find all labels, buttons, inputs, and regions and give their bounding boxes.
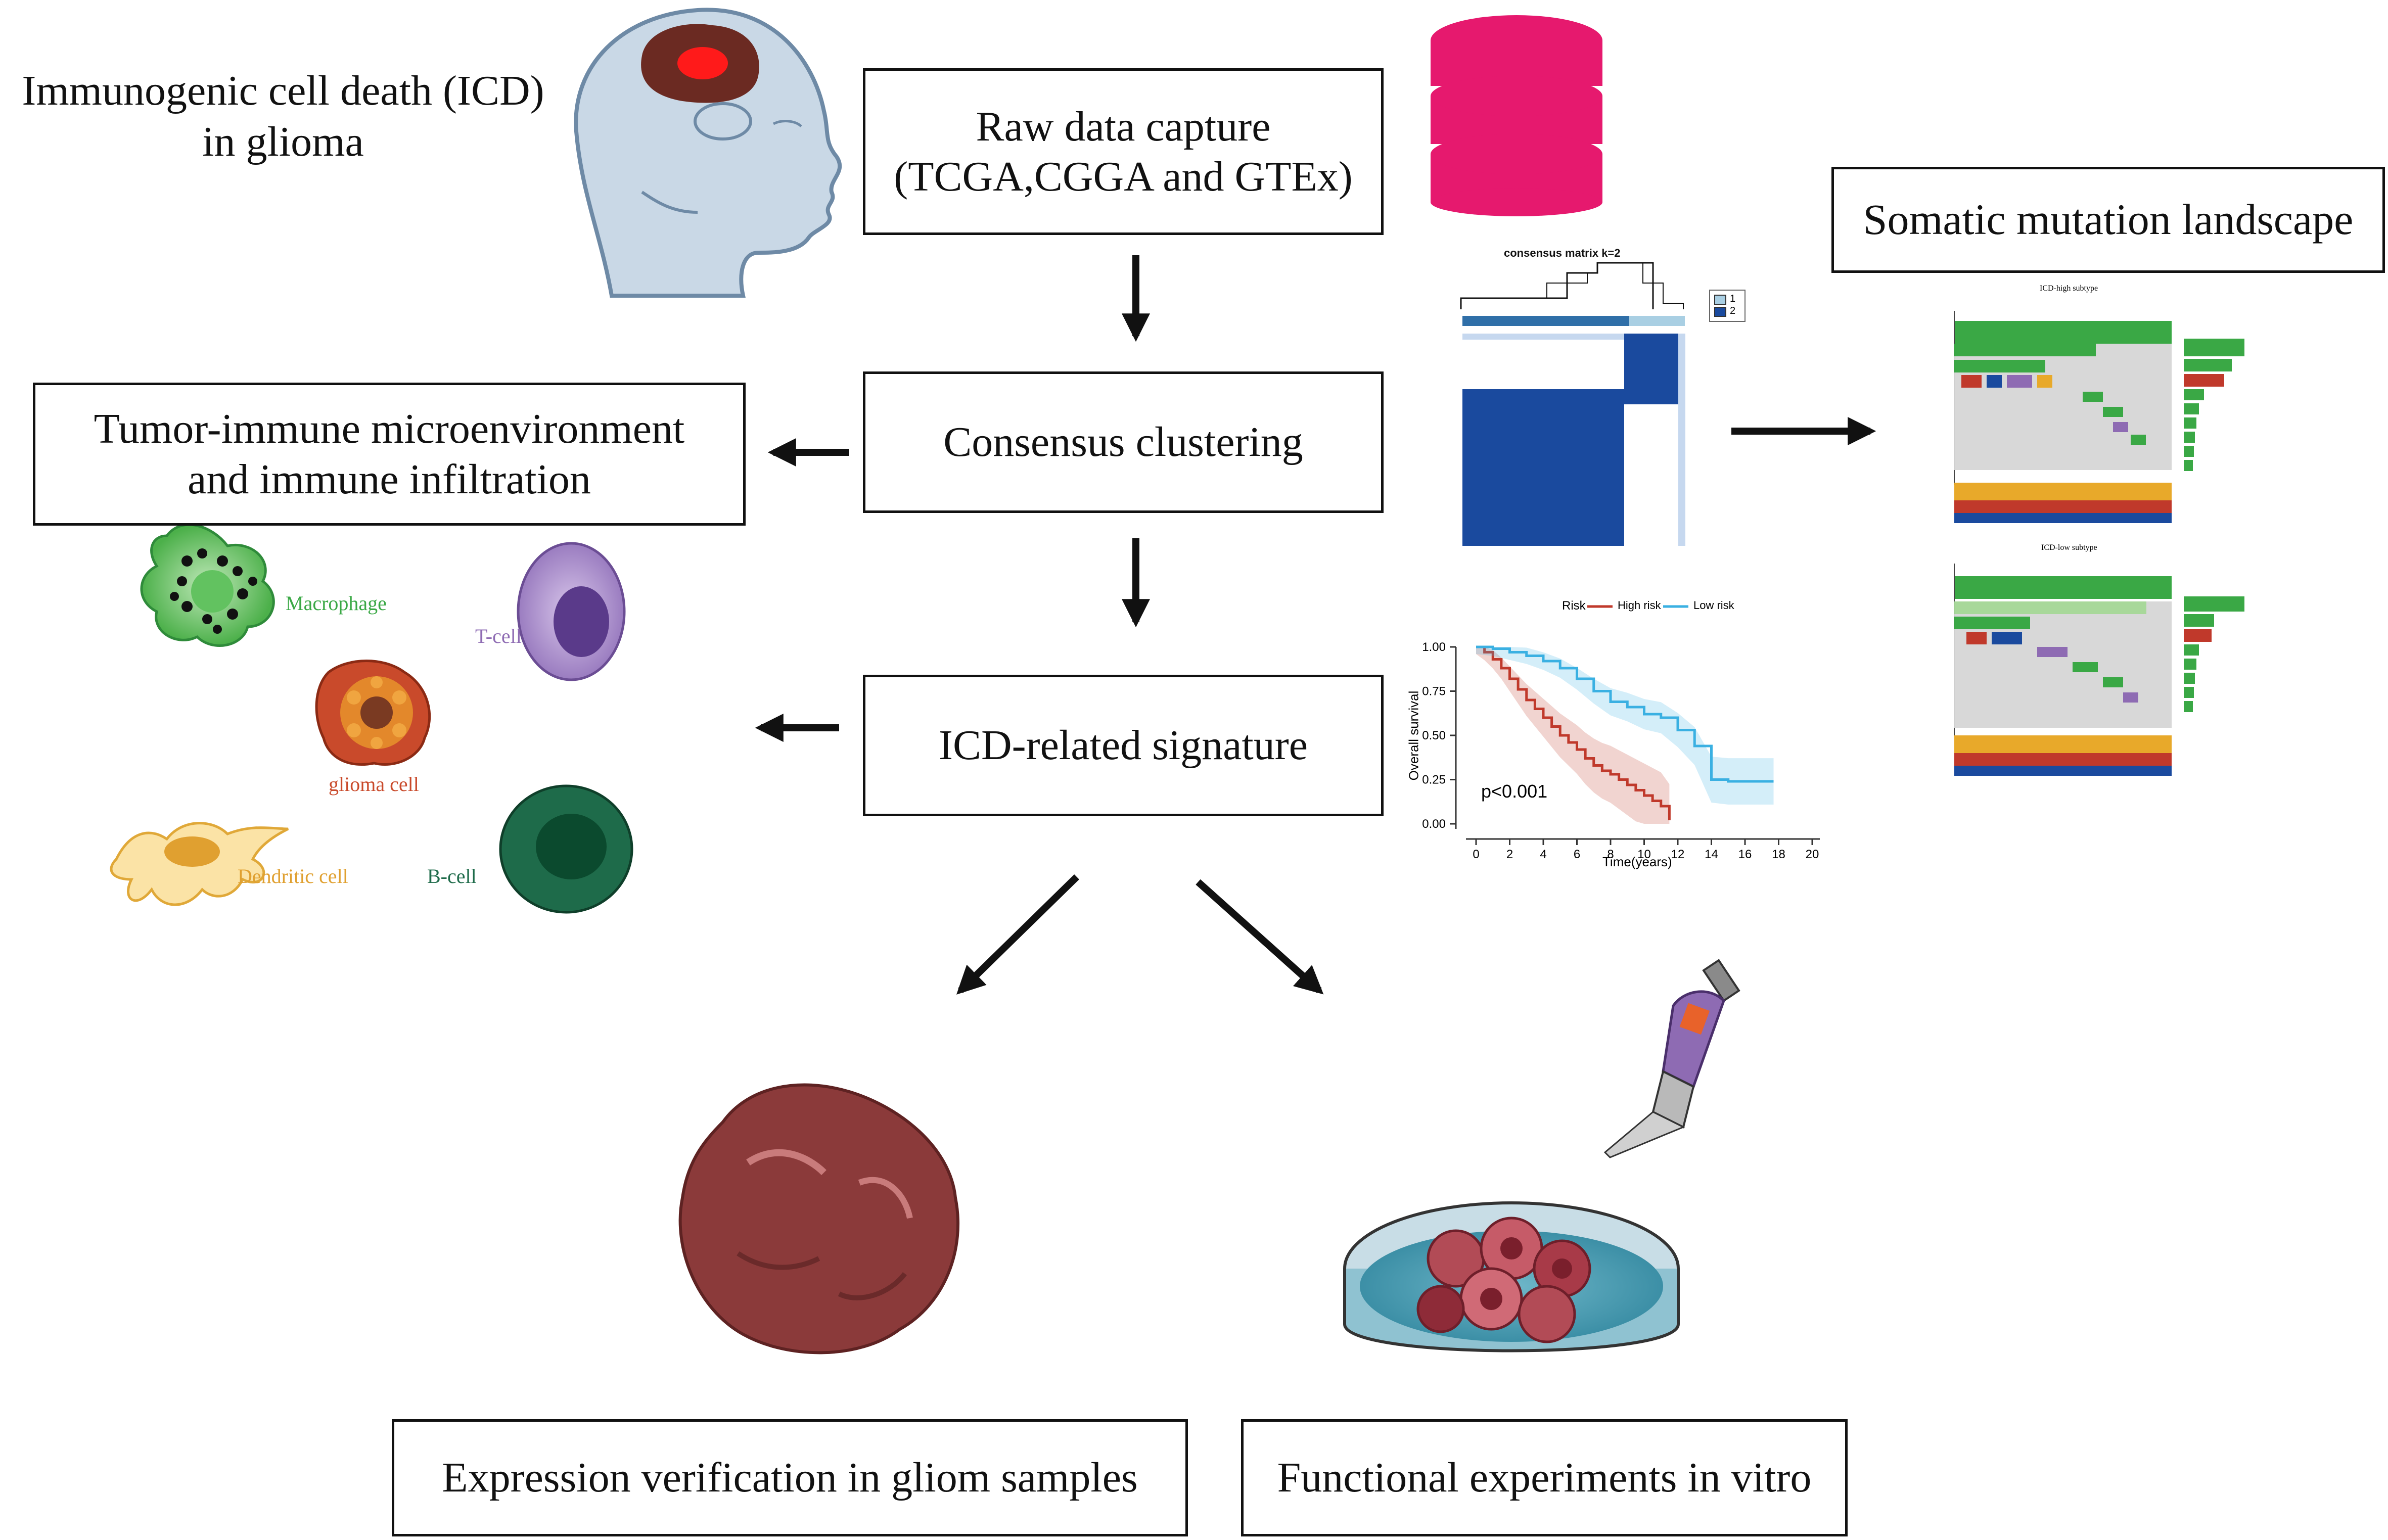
tcell-label: T-cell (475, 625, 522, 647)
cluster-bar-2 (1629, 316, 1685, 326)
somatic-label: Somatic mutation landscape (1863, 195, 2354, 244)
expression-label: Expression verification in gliom samples (442, 1454, 1138, 1502)
dendritic-nucleus (164, 836, 220, 867)
legend-swatch-2 (1714, 307, 1726, 317)
icd-signature-box: ICD-related signature (863, 675, 1384, 816)
x-tick-label: 16 (1738, 848, 1752, 861)
tumor-core-icon (677, 47, 728, 79)
oncoplot-high-title: ICD-high subtype (2040, 284, 2098, 293)
consensus-clustering-box: Consensus clustering (863, 371, 1384, 513)
glioma-cell-label: glioma cell (329, 773, 419, 796)
dendritic-cell-illustration (110, 822, 289, 906)
icd-signature-label: ICD-related signature (938, 722, 1308, 769)
km-legend-title: Risk (1562, 599, 1586, 613)
tme-line-2: and immune infiltration (188, 455, 591, 503)
survival-curve-low-risk (1476, 645, 1774, 783)
somatic-mutation-box: Somatic mutation landscape (1831, 167, 2385, 273)
oncoplot-high (1954, 311, 2244, 523)
b-cell-illustration (499, 784, 633, 914)
pipette-illustration (1603, 959, 1740, 1158)
raw-data-capture-box: Raw data capture (TCGA,CGGA and GTEx) (863, 68, 1384, 235)
consensus-matrix-heatmap (1460, 262, 1746, 546)
y-tick-label: 0.25 (1422, 773, 1446, 787)
cluster-block-large (1462, 389, 1624, 546)
x-tick-label: 8 (1607, 848, 1614, 861)
km-x-label: Time(years) (1602, 854, 1672, 869)
y-tick-label: 1.00 (1422, 640, 1446, 654)
tumor-tissue-illustration (678, 1083, 960, 1355)
consensus-matrix-title: consensus matrix k=2 (1504, 247, 1621, 259)
x-tick-label: 18 (1772, 848, 1785, 861)
y-tick-label: 0.00 (1422, 817, 1446, 831)
dendritic-cell-label: Dendritic cell (238, 865, 348, 888)
consensus-legend-1: 1 (1730, 293, 1736, 304)
km-y-label: Overall survival (1406, 690, 1421, 781)
tme-line-1: Tumor-immune microenvironment (94, 405, 685, 453)
petri-dish-illustration (1343, 1201, 1680, 1352)
functional-experiments-box: Functional experiments in vitro (1241, 1419, 1848, 1536)
head-illustration (574, 8, 842, 298)
database-icon (1431, 15, 1602, 216)
macrophage-label: Macrophage (286, 592, 387, 615)
survival-curve-high-risk (1476, 645, 1671, 820)
macrophage-illustration (140, 523, 275, 647)
consensus-legend-2: 2 (1730, 305, 1736, 316)
title-line-1: Immunogenic cell death (ICD) (22, 67, 544, 114)
cluster-block-small (1624, 334, 1685, 404)
arrow-to-functional (1196, 879, 1324, 995)
title-line-2: in glioma (202, 118, 364, 165)
x-tick-label: 2 (1506, 848, 1513, 861)
x-tick-label: 14 (1705, 848, 1718, 861)
cluster-bar-1 (1462, 316, 1629, 326)
confidence-band-low-risk (1476, 647, 1774, 805)
x-tick-label: 4 (1540, 848, 1546, 861)
y-tick-label: 0.75 (1422, 685, 1446, 698)
legend-swatch-1 (1714, 295, 1726, 305)
x-tick-label: 20 (1806, 848, 1819, 861)
raw-data-line-1: Raw data capture (976, 103, 1271, 150)
km-p-value: p<0.001 (1481, 781, 1548, 802)
t-cell-nucleus (554, 586, 609, 657)
oncoplot-low-title: ICD-low subtype (2041, 543, 2097, 552)
flow-arrows (755, 255, 1876, 995)
km-legend-high: High risk (1618, 599, 1661, 612)
x-tick-label: 0 (1473, 848, 1479, 861)
functional-label: Functional experiments in vitro (1277, 1454, 1812, 1502)
x-tick-label: 6 (1574, 848, 1580, 861)
glioma-cell-illustration (315, 660, 431, 766)
survival-chart: 0 2 4 6 8 10 12 14 16 18 20 0.00 0.25 0.50 0.75 1.00 (1422, 605, 1820, 861)
b-cell-nucleus (536, 814, 607, 879)
cell-cluster-icon (1416, 1217, 1591, 1343)
oncoplot-low (1954, 564, 2244, 776)
ear-outline (694, 102, 752, 141)
km-legend-low: Low risk (1693, 599, 1734, 612)
tme-box: Tumor-immune microenvironment and immune… (33, 383, 746, 526)
main-title: Immunogenic cell death (ICD) in glioma (0, 66, 566, 168)
consensus-label: Consensus clustering (943, 418, 1303, 466)
b-cell-label: B-cell (427, 865, 477, 888)
x-tick-label: 10 (1637, 848, 1651, 861)
raw-data-line-2: (TCGA,CGGA and GTEx) (894, 153, 1353, 200)
t-cell-illustration (517, 542, 626, 681)
glioma-nucleus (360, 696, 393, 729)
y-tick-label: 0.50 (1422, 729, 1446, 742)
x-tick-label: 12 (1671, 848, 1685, 861)
expression-verification-box: Expression verification in gliom samples (392, 1419, 1188, 1536)
arrow-to-expression (956, 874, 1079, 995)
macrophage-nucleus (191, 570, 234, 613)
